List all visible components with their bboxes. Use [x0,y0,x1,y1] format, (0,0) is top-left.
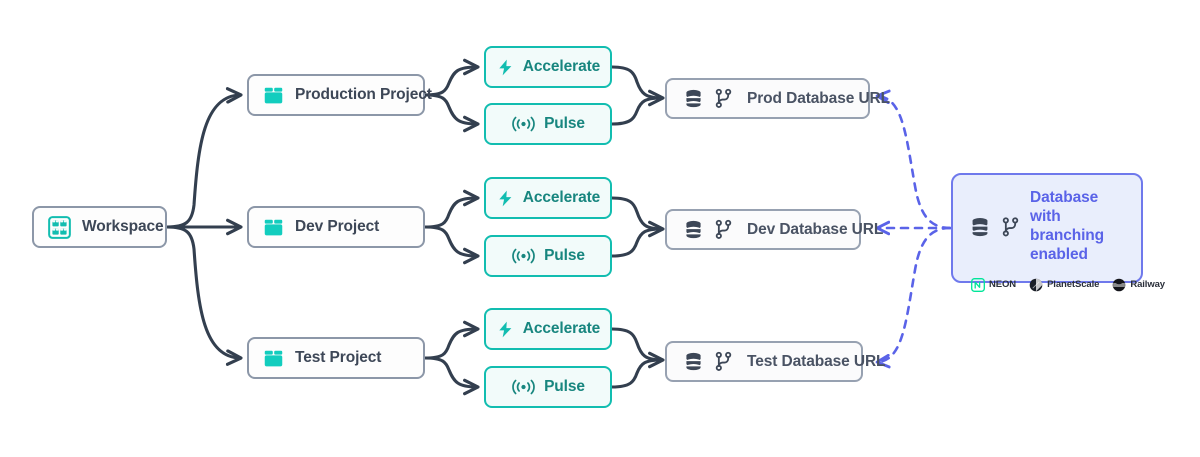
node-service-prod-accelerate[interactable]: Accelerate [484,46,612,88]
edge-dev-pulse-db [610,227,664,258]
project-dev-label: Dev Project [295,218,380,235]
node-database-prod[interactable]: Prod Database URL [665,78,890,119]
database-prod-label: Prod Database URL [747,89,890,107]
callout-header: Database with branching enabled [969,189,1125,265]
lightning-bolt-icon [496,58,515,77]
project-box-icon [263,348,284,369]
database-icon [683,219,704,240]
edge-group-services-to-databases [610,65,665,389]
node-database-test[interactable]: Test Database URL [665,341,886,382]
edge-prod-accelerate-db [610,65,665,107]
edge-group-projects-to-services [423,58,480,396]
service-label: Pulse [544,115,585,132]
service-label: Pulse [544,378,585,395]
edge-callout-prod-db [875,89,952,230]
callout-title-line-2: branching enabled [1030,226,1105,263]
edge-test-accelerate-db [610,327,665,369]
provider-planetscale[interactable]: PlanetScale [1029,278,1099,292]
service-label: Accelerate [522,58,601,75]
service-label: Accelerate [522,320,601,337]
planetscale-logo-icon [1029,278,1043,292]
provider-railway-label: Railway [1130,279,1165,291]
project-box-icon [263,217,284,238]
edge-group-workspace-to-projects [165,87,243,366]
edge-test-accelerate [423,320,480,360]
provider-railway[interactable]: Railway [1112,278,1165,292]
git-branch-icon [1001,216,1020,238]
lightning-bolt-icon [496,189,515,208]
node-project-test[interactable]: Test Project [247,337,425,379]
callout-title: Database with branching enabled [1030,189,1125,265]
lightning-bolt-icon [496,320,515,339]
service-label: Pulse [544,247,585,264]
edge-production-accelerate [423,58,480,97]
git-branch-icon [714,219,733,240]
git-branch-icon [714,88,733,109]
project-box-icon [263,85,284,106]
edge-dev-accelerate [423,189,480,229]
node-service-prod-pulse[interactable]: Pulse [484,103,612,145]
neon-logo-icon [971,277,985,292]
database-test-label: Test Database URL [747,352,886,370]
node-workspace[interactable]: Workspace [32,206,167,248]
edge-dev-pulse [423,225,480,265]
edge-workspace-production [165,87,243,229]
callout-title-line-1: Database with [1030,189,1099,225]
database-icon [683,88,704,109]
edge-production-pulse [423,93,480,133]
node-database-dev[interactable]: Dev Database URL [665,209,883,250]
provider-logo-row: NEON PlanetScale [969,277,1165,292]
database-dev-label: Dev Database URL [747,220,884,238]
pulse-signal-icon [511,247,536,265]
node-service-test-accelerate[interactable]: Accelerate [484,308,612,350]
callout-database-branching[interactable]: Database with branching enabled NEON [951,173,1165,292]
edge-test-pulse [423,356,480,396]
database-icon [683,351,704,372]
pulse-signal-icon [511,378,536,396]
service-label: Accelerate [522,189,601,206]
pulse-signal-icon [511,115,536,133]
git-branch-icon [714,351,733,372]
workspace-grid-icon [48,215,71,239]
provider-neon-label: NEON [989,279,1017,291]
provider-neon[interactable]: NEON [971,277,1017,292]
edge-callout-test-db [875,226,952,369]
edge-test-pulse-db [610,358,664,389]
project-test-label: Test Project [295,349,382,366]
project-prod-label: Production Project [295,86,432,103]
node-project-prod[interactable]: Production Project [247,74,432,116]
database-icon [969,216,991,238]
node-service-test-pulse[interactable]: Pulse [484,366,612,408]
node-project-dev[interactable]: Dev Project [247,206,425,248]
node-service-dev-accelerate[interactable]: Accelerate [484,177,612,219]
provider-planetscale-label: PlanetScale [1047,279,1100,291]
railway-logo-icon [1112,278,1126,292]
edge-dev-accelerate-db [610,196,665,238]
edge-prod-pulse-db [610,96,664,126]
edge-group-callout-to-databases [875,89,952,369]
workspace-label: Workspace [82,218,164,235]
node-service-dev-pulse[interactable]: Pulse [484,235,612,277]
edge-workspace-test [165,225,243,366]
